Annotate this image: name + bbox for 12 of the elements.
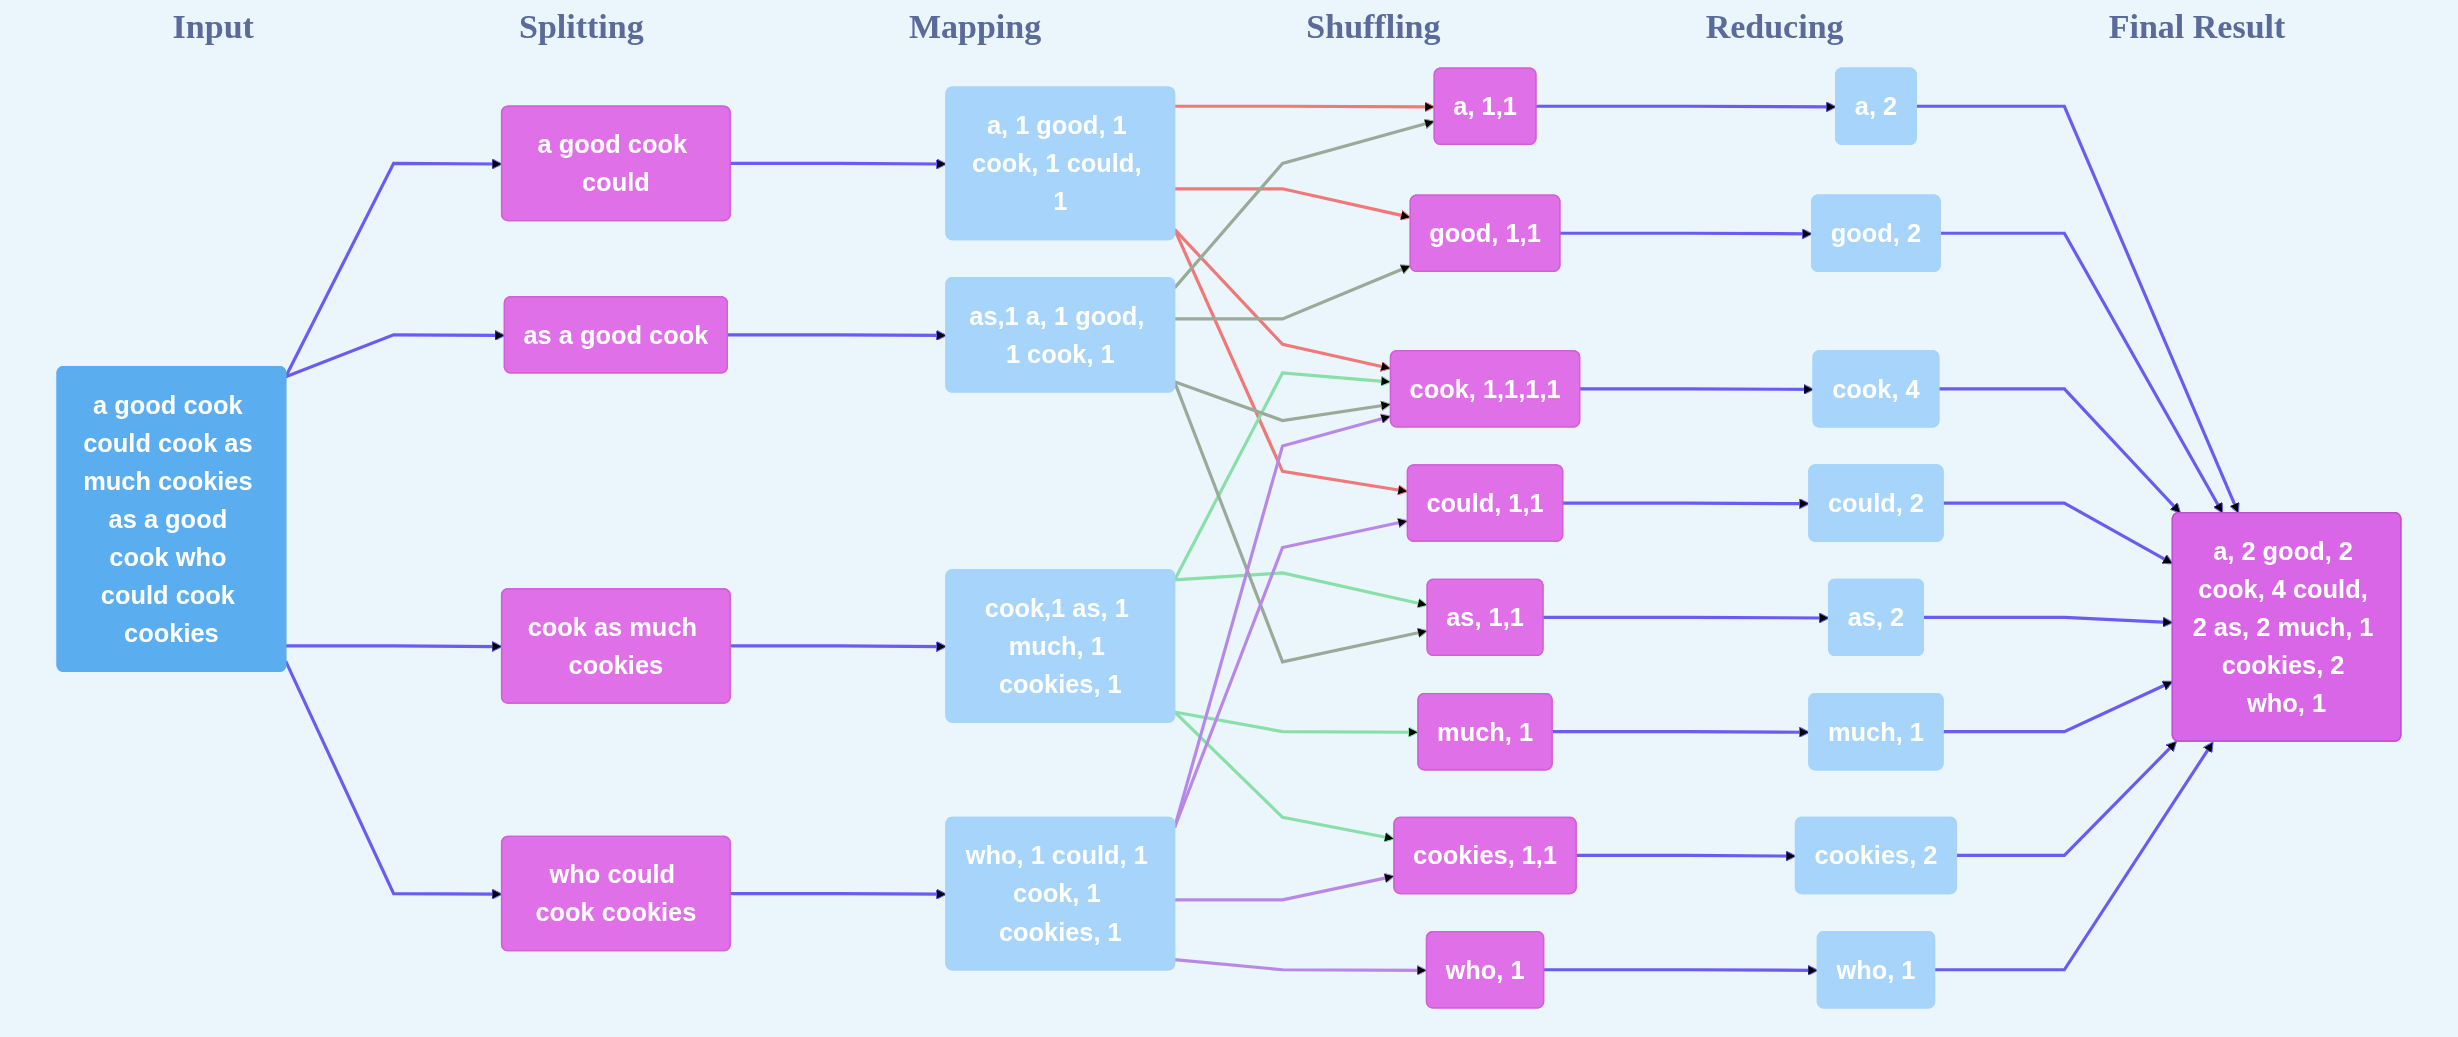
column-heading: Input bbox=[172, 8, 254, 47]
arrow bbox=[1956, 740, 2178, 858]
arrow bbox=[1934, 741, 2214, 972]
column-heading: Splitting bbox=[519, 8, 644, 47]
column-heading: Shuffling bbox=[1306, 8, 1441, 47]
arrow bbox=[1938, 387, 2182, 514]
column-heading: Reducing bbox=[1705, 8, 1844, 47]
arrow bbox=[1916, 104, 2240, 514]
arrow bbox=[1174, 264, 1412, 321]
column-heading: Final Result bbox=[2108, 8, 2286, 47]
arrow bbox=[1940, 231, 2224, 514]
column-heading: Mapping bbox=[908, 8, 1042, 47]
